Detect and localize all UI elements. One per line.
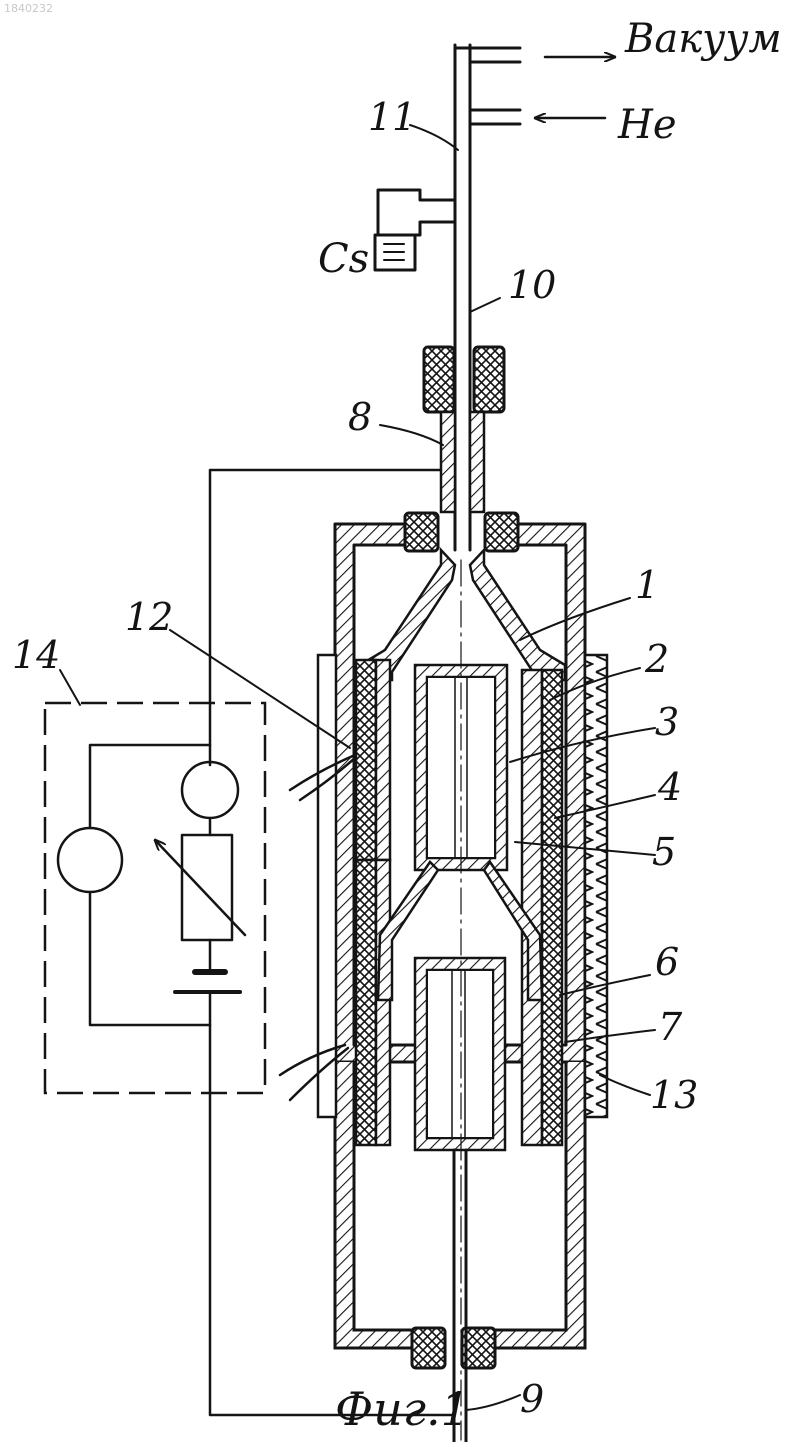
figure-caption: Фиг.1 xyxy=(335,1382,470,1436)
meter-upper xyxy=(182,762,238,818)
callout-5: 5 xyxy=(652,830,676,874)
callout-8: 8 xyxy=(348,395,372,439)
callout-12: 12 xyxy=(125,595,173,639)
callout-11: 11 xyxy=(368,95,416,139)
callout-13: 13 xyxy=(650,1073,698,1117)
callout-1: 1 xyxy=(635,563,659,607)
label-cesium: Cs xyxy=(318,236,369,282)
watermark: 1840232 xyxy=(4,2,53,15)
gas-inlet-assembly xyxy=(375,45,615,300)
callout-4: 4 xyxy=(657,765,682,809)
callout-6: 6 xyxy=(655,940,679,984)
callout-3: 3 xyxy=(655,700,679,744)
callout-7: 7 xyxy=(658,1005,683,1049)
variable-resistor xyxy=(182,835,232,940)
callout-14: 14 xyxy=(12,633,60,677)
callout-10: 10 xyxy=(508,263,556,307)
label-helium: He xyxy=(617,102,677,148)
label-vacuum: Вакуум xyxy=(624,16,782,62)
meter-lower xyxy=(58,828,122,892)
callout-2: 2 xyxy=(644,637,669,681)
callout-9: 9 xyxy=(520,1377,544,1421)
